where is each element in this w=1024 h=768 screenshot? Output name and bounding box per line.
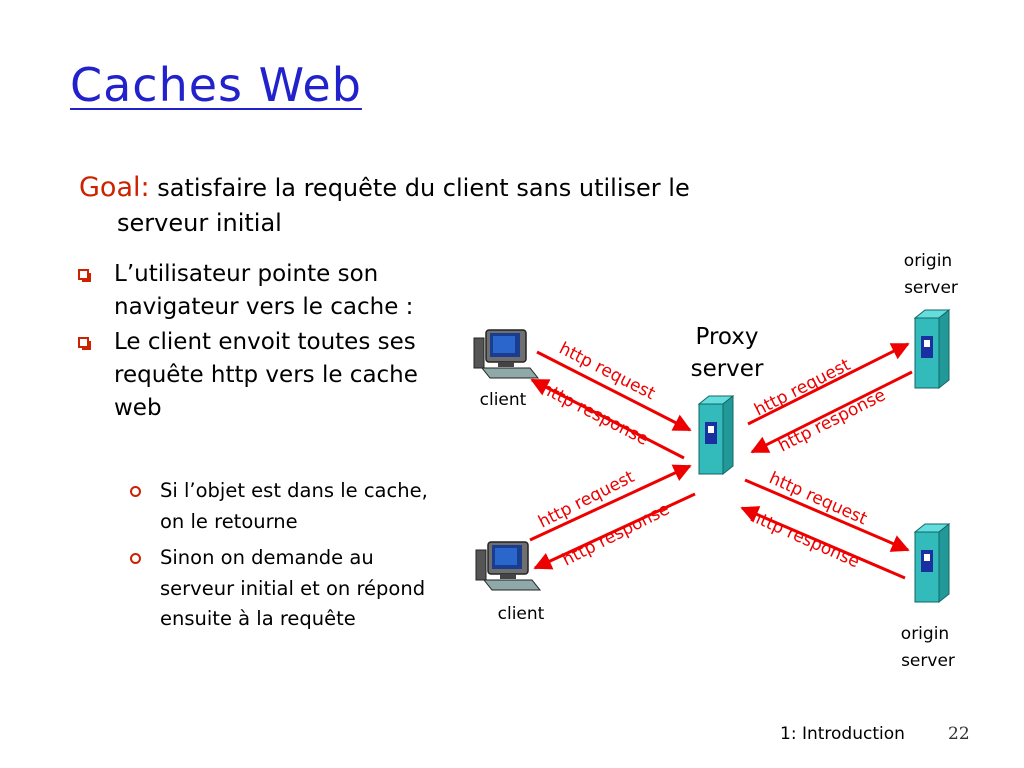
origin-server-bottom-icon	[914, 523, 950, 603]
page-title: Caches Web	[70, 58, 362, 112]
origin-top-label-line1: origin	[904, 251, 952, 271]
sub-bullet-item: Si l’objet est dans le cache, on le reto…	[130, 476, 430, 537]
request-arrow-origin-top	[747, 342, 910, 426]
goal-text-line1: satisfaire la requête du client sans uti…	[157, 174, 690, 202]
request-arrow-origin-bottom	[744, 478, 910, 552]
request-arrow-client-bottom	[529, 464, 692, 542]
footer-chapter: 1: Introduction	[780, 724, 905, 744]
origin-bottom-label-line2: server	[901, 651, 955, 671]
bullet-list: L’utilisateur pointe son navigateur vers…	[76, 258, 436, 427]
bullet-text: L’utilisateur pointe son navigateur vers…	[114, 261, 414, 320]
response-arrow-origin-bottom	[740, 506, 906, 580]
square-bullet-icon	[78, 269, 91, 282]
goal-statement: Goal: satisfaire la requête du client sa…	[79, 170, 799, 241]
response-arrow-origin-top	[750, 370, 913, 454]
client-top-label: client	[480, 390, 527, 410]
origin-top-label-line2: server	[904, 278, 958, 298]
request-arrow-client-top	[536, 350, 692, 432]
goal-label: Goal:	[79, 172, 150, 203]
goal-text-line2: serveur initial	[117, 209, 282, 237]
origin-server-top-icon	[914, 309, 950, 389]
footer-page-number: 22	[948, 724, 970, 744]
circle-bullet-icon	[130, 553, 141, 564]
sub-bullet-text: Si l’objet est dans le cache, on le reto…	[160, 479, 428, 533]
sub-bullet-list: Si l’objet est dans le cache, on le reto…	[130, 476, 430, 641]
sub-bullet-item: Sinon on demande au serveur initial et o…	[130, 543, 430, 635]
bullet-text: Le client envoit toutes ses requête http…	[114, 329, 418, 421]
proxy-label-line2: server	[691, 356, 764, 382]
client-computer-top-icon	[473, 329, 539, 379]
sub-bullet-text: Sinon on demande au serveur initial et o…	[160, 546, 426, 630]
origin-bottom-label-line1: origin	[901, 624, 949, 644]
response-arrow-client-bottom	[533, 492, 696, 570]
client-bottom-label: client	[498, 604, 545, 624]
response-arrow-client-top	[530, 378, 685, 460]
proxy-label-line1: Proxy	[695, 324, 758, 350]
client-computer-bottom-icon	[475, 541, 541, 591]
square-bullet-icon	[78, 337, 91, 350]
circle-bullet-icon	[130, 486, 141, 497]
proxy-server-icon	[698, 395, 734, 475]
bullet-item: Le client envoit toutes ses requête http…	[76, 326, 436, 425]
bullet-item: L’utilisateur pointe son navigateur vers…	[76, 258, 436, 324]
